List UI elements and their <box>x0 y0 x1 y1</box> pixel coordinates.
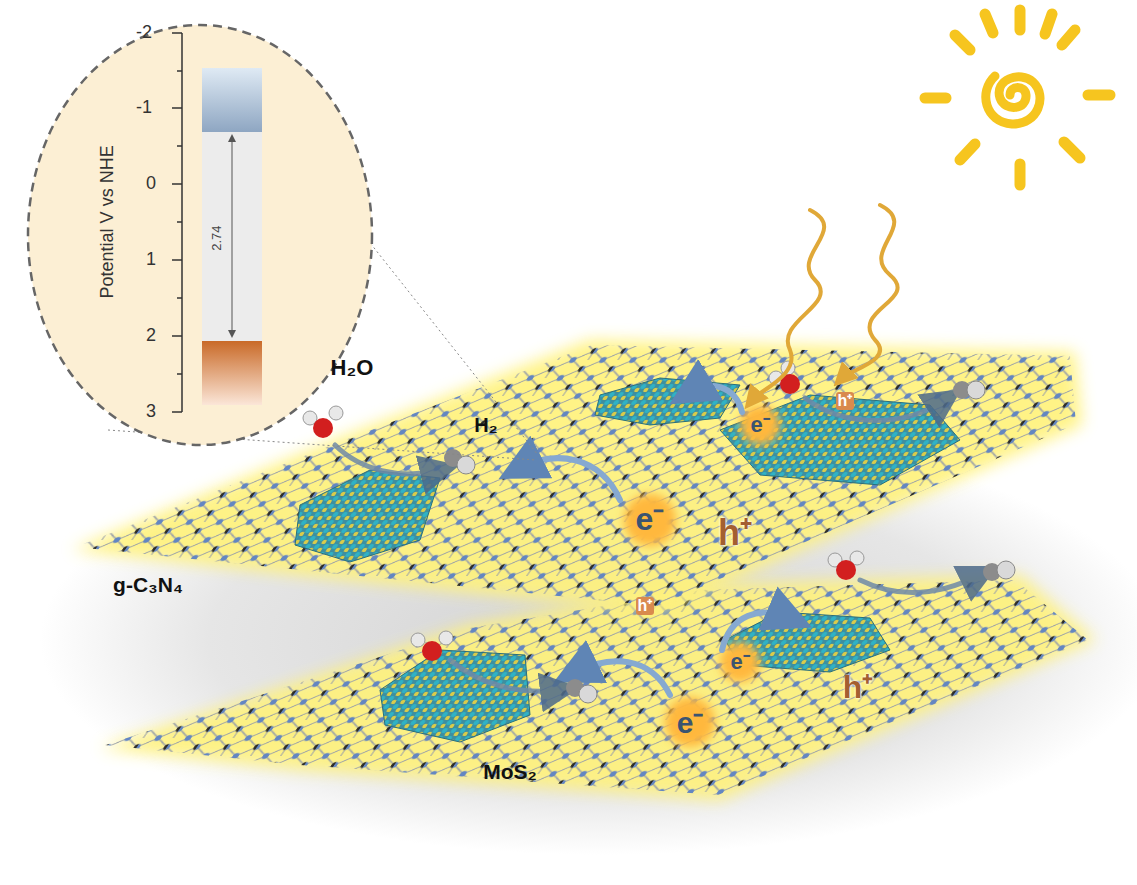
hydrogen-molecule <box>444 381 1015 703</box>
tick-label: 1 <box>146 250 156 270</box>
g-c3n4-sheet <box>100 575 1095 800</box>
tick-label: -1 <box>136 98 152 118</box>
tick-label: 2 <box>146 326 156 346</box>
electron-label: e⁻ <box>750 413 769 437</box>
band-gap-value: 2.74 <box>210 223 224 252</box>
electron-label: e⁻ <box>636 502 665 537</box>
electron-glow <box>624 405 780 747</box>
electron-transfer-arrow <box>520 386 790 695</box>
hole-label: h⁺ <box>836 392 855 410</box>
hole-label: h⁺ <box>718 513 752 553</box>
material-label: MoS₂ <box>483 760 537 783</box>
mos2-cluster <box>295 378 960 742</box>
hole-label: h⁺ <box>636 597 655 615</box>
electron-label: e⁻ <box>730 650 749 674</box>
electron-label: e⁻ <box>677 706 704 739</box>
g-c3n4-sheet <box>72 340 1082 612</box>
light-wave <box>752 205 898 400</box>
water-molecule <box>303 361 864 661</box>
tick-label: -2 <box>136 23 152 43</box>
molecule-label: H₂O <box>331 356 374 380</box>
axis-title: Potential V vs NHE <box>98 145 118 298</box>
tick-label: 3 <box>146 402 156 422</box>
hole-label: h⁺ <box>843 670 874 705</box>
band-inset <box>28 25 372 445</box>
molecule-label: H₂ <box>474 414 497 436</box>
reaction-arrow <box>335 398 980 691</box>
material-label: g-C₃N₄ <box>113 573 183 596</box>
sun-icon <box>925 10 1110 185</box>
tick-label: 0 <box>146 174 156 194</box>
